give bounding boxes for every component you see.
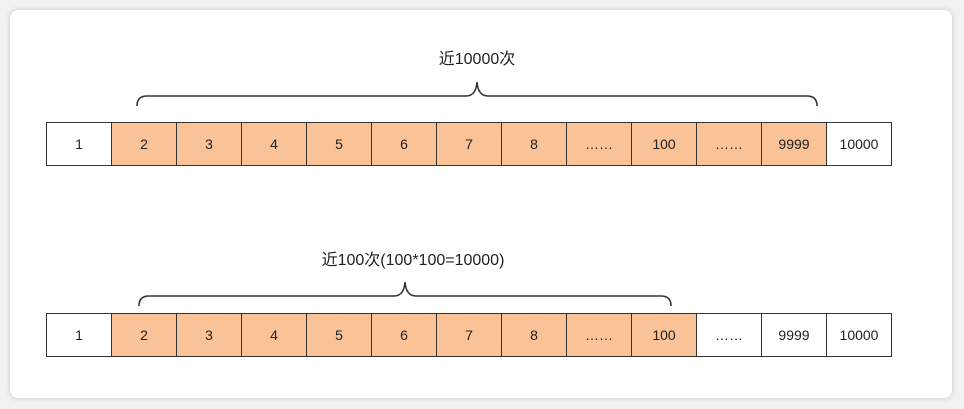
array-cell: 7	[436, 122, 502, 166]
array-cell: ……	[566, 122, 632, 166]
array-cell: ……	[696, 122, 762, 166]
array-cell: 9999	[761, 122, 827, 166]
array-cell: ……	[696, 313, 762, 357]
array-cell: 3	[176, 313, 242, 357]
array-cell: 2	[111, 313, 177, 357]
array-cell: 1	[46, 313, 112, 357]
array-cell: 10000	[826, 313, 892, 357]
array-cell: 1	[46, 122, 112, 166]
array-cell: 2	[111, 122, 177, 166]
bottom-array-caption: 近100次(100*100=10000)	[321, 252, 505, 269]
array-cell: 3	[176, 122, 242, 166]
array-cell: 10000	[826, 122, 892, 166]
array-cell: 9999	[761, 313, 827, 357]
array-cell: 6	[371, 122, 437, 166]
array-cell: 7	[436, 313, 502, 357]
array-cell: 4	[241, 122, 307, 166]
array-cell: 5	[306, 122, 372, 166]
array-cell: 100	[631, 313, 697, 357]
array-cell: 100	[631, 122, 697, 166]
array-cell: 5	[306, 313, 372, 357]
array-cell: 8	[501, 313, 567, 357]
array-cell: 8	[501, 122, 567, 166]
top-array-caption: 近10000次	[438, 51, 516, 68]
top-brace-path	[136, 81, 818, 107]
array-cell: 4	[241, 313, 307, 357]
bottom-brace-path	[138, 281, 672, 307]
array-cell: 6	[371, 313, 437, 357]
array-cell: ……	[566, 313, 632, 357]
